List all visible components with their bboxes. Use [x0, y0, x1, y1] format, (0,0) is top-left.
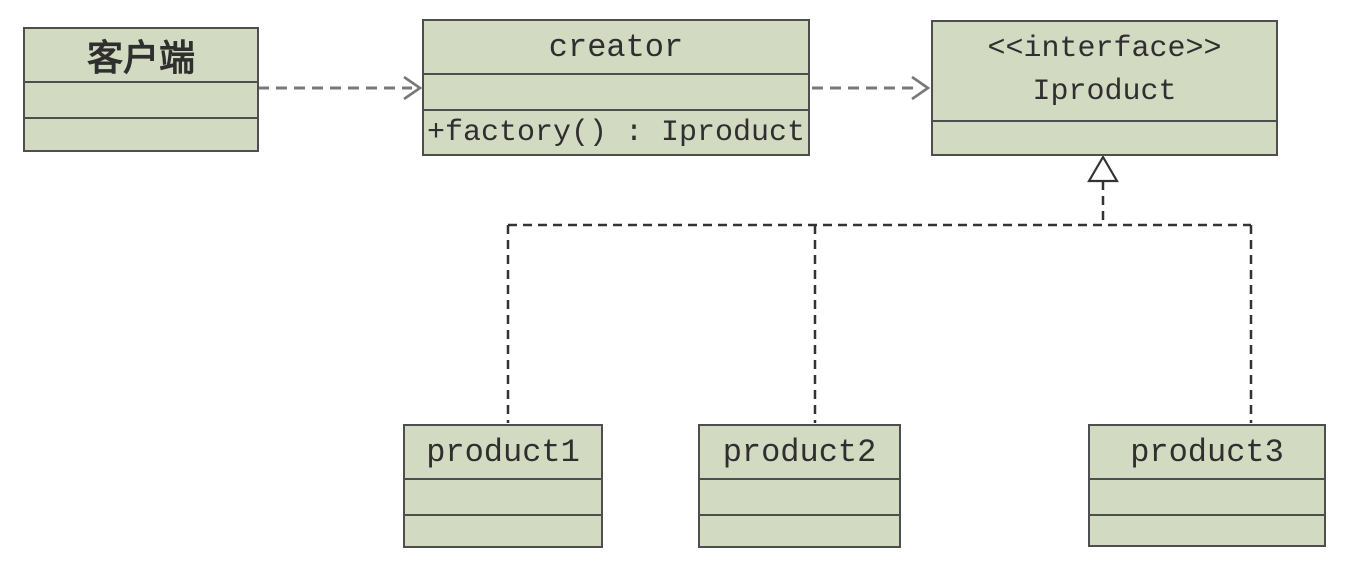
class-title-iproduct: <<interface>> Iproduct: [933, 22, 1276, 120]
class-attributes-product3: [1090, 478, 1324, 514]
class-title-client: 客户端: [86, 37, 195, 78]
class-methods-product2: [700, 514, 899, 546]
dependency-arrowhead-client-creator: [403, 75, 423, 101]
class-methods-client: [25, 117, 257, 150]
class-attributes-product1: [405, 478, 601, 514]
class-title-creator: creator: [548, 28, 684, 66]
interface-name-label: Iproduct: [1032, 75, 1177, 109]
class-box-client: 客户端: [23, 27, 259, 152]
dependency-arrowhead-creator-iproduct: [911, 75, 931, 101]
class-attributes-product2: [700, 478, 899, 514]
class-box-product3: product3: [1088, 424, 1326, 547]
class-box-product1: product1: [403, 424, 603, 548]
class-box-iproduct: <<interface>> Iproduct: [931, 20, 1278, 156]
class-method-creator-factory: +factory() : Iproduct: [424, 109, 808, 154]
class-attributes-creator: [424, 73, 808, 109]
realization-triangle-arrowhead: [1087, 154, 1119, 183]
class-methods-product1: [405, 514, 601, 546]
class-box-creator: creator +factory() : Iproduct: [422, 19, 810, 156]
class-box-product2: product2: [698, 424, 901, 548]
class-attributes-client: [25, 81, 257, 117]
class-title-product3: product3: [1130, 433, 1284, 471]
class-methods-product3: [1090, 514, 1324, 545]
class-title-product1: product1: [426, 433, 580, 471]
class-body-iproduct: [933, 120, 1276, 154]
class-title-product2: product2: [722, 433, 877, 471]
interface-stereotype-label: <<interface>>: [987, 31, 1222, 66]
